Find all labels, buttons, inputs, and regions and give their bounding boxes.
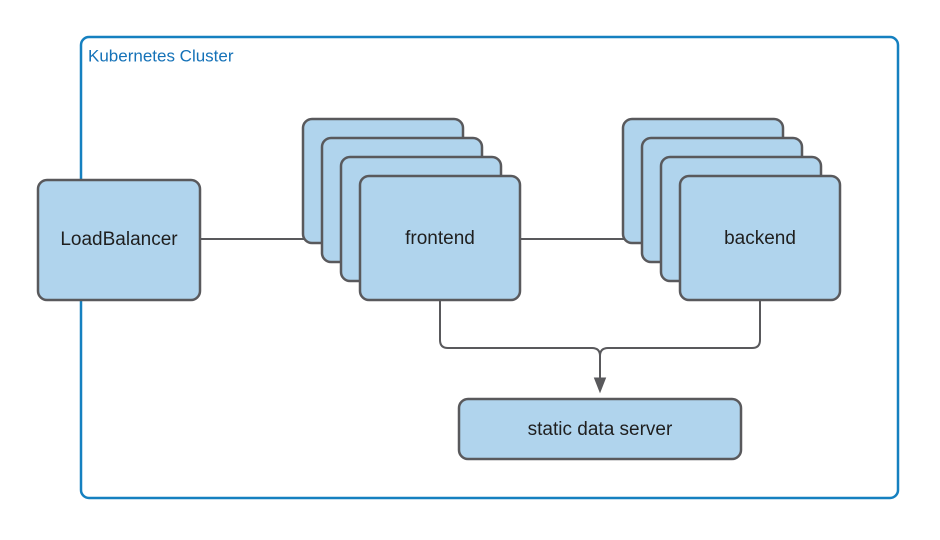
loadbalancer-box[interactable] xyxy=(36,178,202,302)
arrowhead-to-static-data-server xyxy=(593,377,607,394)
cluster-title: Kubernetes Cluster xyxy=(88,46,234,65)
node-loadbalancer[interactable]: LoadBalancer xyxy=(36,178,202,302)
backend-box[interactable] xyxy=(678,174,842,302)
static-data-server-label: static data server xyxy=(528,419,673,440)
backend-label: backend xyxy=(724,228,796,249)
static-data-server-box[interactable] xyxy=(457,397,743,461)
edge-backend-to-static xyxy=(599,300,761,388)
loadbalancer-label: LoadBalancer xyxy=(60,229,178,250)
node-backend[interactable]: backend xyxy=(621,117,842,302)
edge-frontend-to-static xyxy=(439,300,601,388)
node-static-data-server[interactable]: static data server xyxy=(457,397,743,461)
frontend-box[interactable] xyxy=(358,174,522,302)
frontend-label: frontend xyxy=(405,228,475,249)
node-frontend[interactable]: frontend xyxy=(301,117,522,302)
